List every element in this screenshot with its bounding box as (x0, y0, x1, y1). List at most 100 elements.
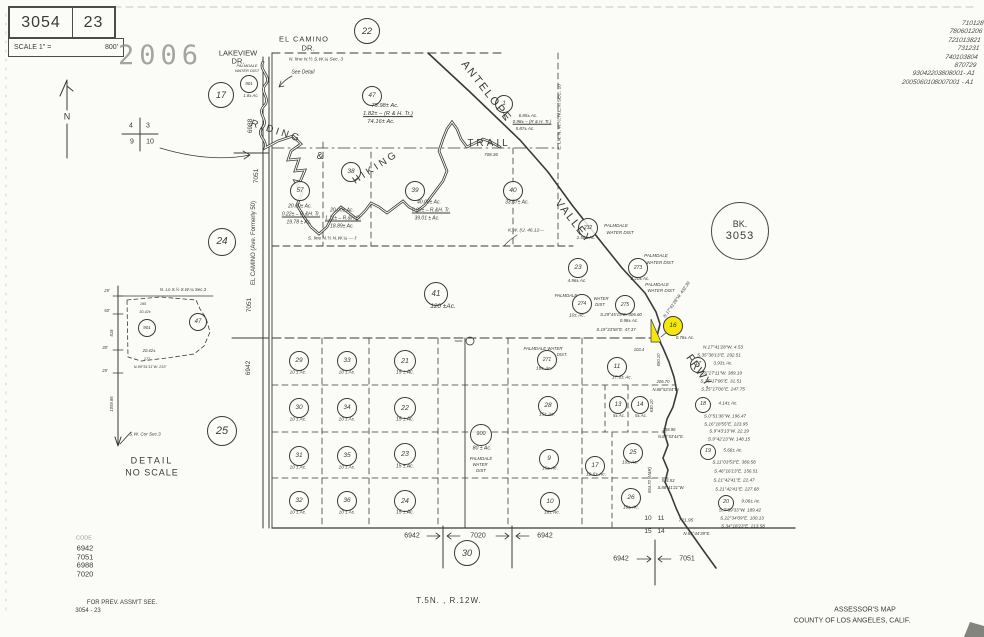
map-label: 177 (143, 357, 151, 362)
map-label: WATER DIST (646, 259, 674, 265)
parcel-circle-30: 30 (454, 540, 480, 566)
parcel-circle-24: 24 (208, 228, 236, 256)
revision-entry: 721013821 (947, 36, 981, 44)
map-label: 15 ± Ac. (395, 463, 415, 470)
map-label: 10 ± Ac. (289, 369, 307, 375)
map-label: DIST (476, 467, 486, 473)
map-label: 120 ±Ac. (430, 302, 456, 310)
map-label: HIKING (350, 148, 401, 187)
map-label: N.89°53'44"E. (657, 433, 685, 439)
parcel-circle-31: 31 (289, 446, 309, 466)
map-label: 7051 (76, 552, 94, 562)
map-label: 10 (644, 514, 652, 522)
map-label: 5± Ac. (613, 412, 625, 418)
parcel-circle-24: 24 (394, 490, 416, 512)
map-label: TRAIL (467, 138, 511, 149)
map-label: PALMDALE WATER (523, 345, 563, 351)
map-label: 0.98± Ac. (619, 317, 639, 323)
parcel-circle-22: 22 (354, 18, 380, 44)
parcel-circle-16: 16 (663, 316, 683, 336)
revision-entry: 740103804 (944, 53, 978, 61)
map-label: WATER DIST (606, 229, 634, 235)
assessor-map-label: ASSESSOR'S MAP (834, 606, 896, 614)
map-label: 1059.86 (108, 396, 114, 412)
map-label: 4 (129, 122, 133, 130)
map-label: PALMDALE (554, 292, 578, 298)
map-label: 206.70 (656, 378, 670, 384)
map-label: S.9°43'13"W. 22.19 (709, 428, 749, 434)
map-label: 7051 (252, 168, 260, 184)
map-label: S.29°45'15"E. 306.60 (600, 311, 642, 317)
map-label: S.25°17'06"E. 31.51 (700, 378, 742, 384)
year-stamp: 2006 (118, 40, 204, 71)
map-label: S.21°42'41"E. 227.68 (715, 486, 759, 492)
map-label: NO SCALE (125, 467, 179, 478)
scale-box: SCALE 1" = 800' (8, 38, 124, 57)
map-page-number: 23 (83, 13, 104, 31)
map-label: 10± Ac. (621, 460, 639, 466)
map-label: 33.67± Ac. (505, 199, 529, 206)
map-label: N.88°53'44"W. (652, 386, 680, 392)
map-label: 6988 (76, 560, 94, 570)
prev-assmt-note: FOR PREV. ASSM'T SEE. (86, 600, 158, 606)
revision-entry: 2005060108007001 - A1 (900, 78, 974, 86)
parcel-circle-28: 28 (538, 396, 558, 416)
map-label: N.17°41'28"W. 4.53 (703, 344, 743, 350)
map-label: 0.22± – R.&H. Tr. (281, 211, 321, 218)
north-label: N (63, 111, 71, 122)
revision-entry: 780601206 (948, 28, 983, 36)
map-label: 708.36 (484, 151, 498, 157)
map-book-number: 3054 (10, 8, 73, 37)
map-label: 14 (657, 527, 665, 535)
map-label: 5.87± Ac. (515, 125, 535, 131)
map-label: 9 (130, 138, 134, 146)
map-label: 0.99± – R.&H. Tr. (411, 207, 451, 214)
map-label: 15 ± Ac. (395, 509, 415, 516)
map-label: 50' (104, 307, 110, 313)
parcel-circle-26: 26 (621, 488, 641, 508)
map-label: 6.85± Ac. (518, 112, 538, 118)
detail-parcel-outline (126, 296, 211, 362)
parcel-circle-17: 17 (585, 456, 605, 476)
map-label: N.89°44'39"E. (683, 530, 711, 536)
map-label: 6942 (613, 555, 629, 563)
map-label: 3054 - 23 (75, 608, 101, 614)
parcel-circle-13: 13 (609, 396, 627, 414)
map-label: DR. (231, 56, 245, 66)
map-label: N. line N.½ S.W.¼ Sec. 3 (288, 57, 344, 63)
map-label: 4.14± Ac. (718, 400, 738, 406)
map-label: 6942 (244, 360, 252, 376)
map-label: 0.98± – (R & H. Tr.) (512, 118, 552, 124)
map-label: 5± Ac. (635, 412, 647, 418)
riding-hiking-trail-label: RIDING (249, 118, 304, 145)
map-label: S.22°34'09"E. 100.13 (720, 515, 764, 521)
parcel-circle-11: 11 (607, 357, 627, 377)
el-camino-road-label: EL CAMINO (Ave. Formerly 50) (251, 200, 257, 286)
parcel-circle-271: 271 (537, 350, 557, 370)
map-label: 10 ± Ac. (289, 416, 307, 422)
parcel-circle-23: 23 (394, 443, 416, 465)
parcel-circle-901: 901 (240, 75, 258, 93)
revision-entry: 93042203808001- A1 (911, 70, 976, 78)
map-label: WATER (472, 461, 488, 467)
parcel-circle-14: 14 (631, 396, 649, 414)
scale-label: SCALE 1" = (14, 44, 52, 51)
parcel-circle-10: 10 (540, 492, 560, 512)
scan-corner-artifact (964, 622, 984, 637)
el-camino-dr-label: EL CAMINO (279, 34, 329, 44)
map-label: 650.10 (655, 353, 661, 367)
map-label: 20.00± Ac. (288, 203, 312, 210)
map-label: 7020 (470, 532, 486, 540)
map-label: 17.6± Ac. (611, 375, 633, 381)
bk-3053-stamp: BK. 3053 (711, 202, 769, 260)
parcel-circle-901: 901 (138, 319, 156, 337)
map-label: 15± Ac. (541, 466, 559, 472)
map-label: DR. (301, 43, 315, 53)
map-label: DIST. (556, 351, 568, 357)
revision-entry: 731231 (956, 45, 980, 53)
map-label: S.11°03'53"E. 380.58 (712, 459, 756, 465)
map-label: CODE (76, 535, 92, 542)
parcel-circle-33: 33 (337, 351, 357, 371)
